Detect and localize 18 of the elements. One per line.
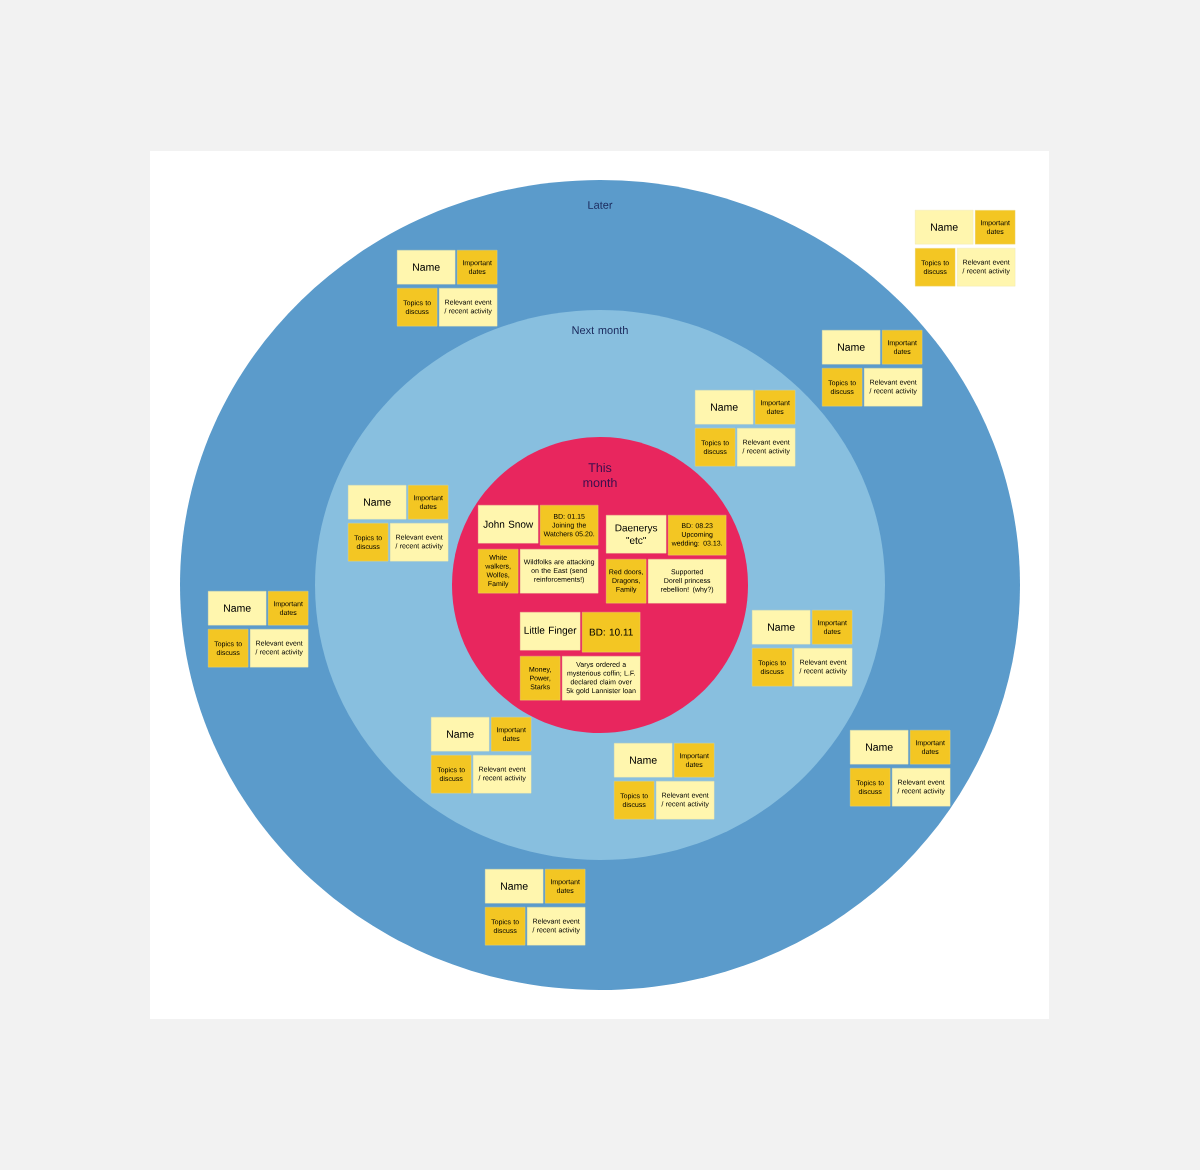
sticky-note: Name: [752, 610, 811, 645]
sticky-note: Name: [822, 330, 881, 365]
zone-title: Later: [588, 201, 613, 209]
sticky-note: Name: [614, 743, 673, 778]
sticky-note: Name: [431, 717, 490, 752]
sticky-note: BD: 10.11: [582, 612, 641, 653]
sticky-note: Name: [348, 485, 407, 520]
sticky-note: Name: [397, 250, 456, 285]
sticky-note: Daenerys "etc": [606, 515, 667, 554]
zone-title: This month: [583, 462, 617, 488]
sticky-note: Name: [850, 730, 909, 765]
sticky-note: Name: [695, 390, 754, 425]
sticky-note: Little Finger: [520, 612, 581, 651]
sticky-note: Name: [915, 210, 974, 245]
sticky-note: Name: [208, 591, 267, 626]
zone-title: Next month: [572, 325, 628, 335]
sticky-note: John Snow: [478, 505, 539, 544]
sticky-note: Name: [485, 869, 544, 904]
